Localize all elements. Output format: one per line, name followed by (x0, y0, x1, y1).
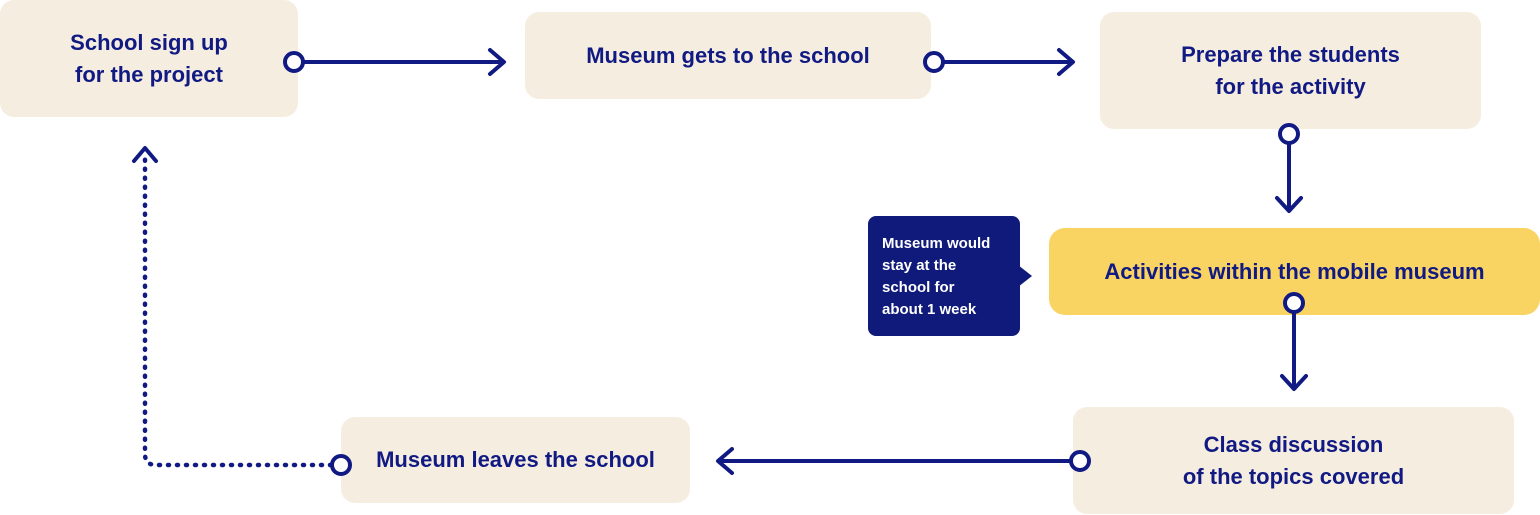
step-school-sign-up: School sign up for the project (0, 0, 298, 117)
arrow-museum-gets-to-prepare (923, 48, 1075, 76)
step-label: School sign up for the project (70, 29, 228, 87)
step-label: Activities within the mobile museum (1104, 258, 1485, 284)
step-label: Museum gets to the school (586, 42, 870, 68)
step-prepare-students: Prepare the students for the activity (1100, 12, 1481, 129)
arrow-sign-up-to-museum-gets (283, 48, 506, 76)
arrow-discussion-to-museum-leaves (716, 447, 1091, 475)
step-label: Prepare the students for the activity (1181, 41, 1400, 99)
step-museum-gets-to-school: Museum gets to the school (525, 12, 931, 99)
step-label: Class discussion of the topics covered (1182, 431, 1405, 489)
duration-note: Museum would stay at the school for abou… (868, 216, 1020, 336)
step-museum-leaves-school: Museum leaves the school (341, 417, 690, 503)
step-class-discussion: Class discussion of the topics covered (1073, 407, 1514, 514)
step-activities-mobile-museum: Activities within the mobile museum (1049, 228, 1540, 315)
arrow-prepare-to-activities (1275, 123, 1303, 213)
step-label: Museum leaves the school (376, 447, 655, 472)
dotted-arrow-leaves-to-sign-up (132, 146, 352, 476)
duration-note-pointer (1018, 265, 1032, 287)
